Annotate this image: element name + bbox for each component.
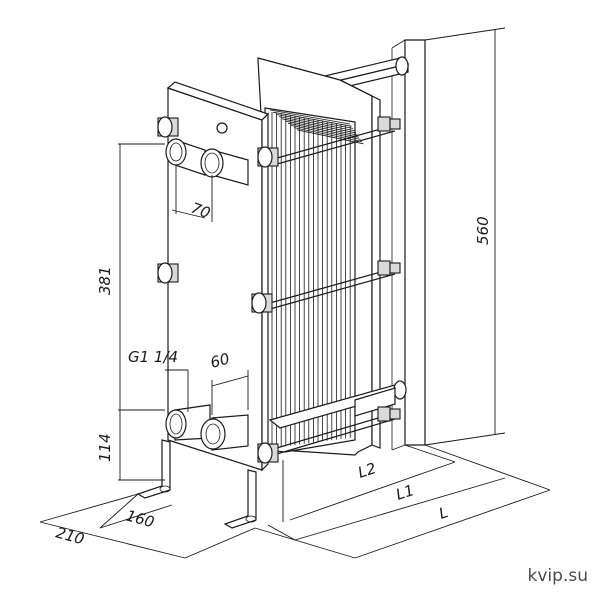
watermark: kvip.su	[527, 566, 588, 586]
plate-edge	[269, 109, 351, 125]
plate-edge	[293, 127, 363, 142]
dim-114-label: 114	[96, 433, 114, 462]
plate-edge	[281, 118, 357, 134]
rear-nuts	[377, 116, 401, 422]
plate-edge	[272, 111, 352, 127]
bottom-guide-bar	[268, 380, 407, 429]
dim-l1-label: L1	[394, 481, 417, 504]
thread-g1-1-4-label: G1 1/4	[128, 348, 178, 366]
plate-edge	[290, 125, 361, 140]
dim-60-label: 60	[208, 350, 231, 372]
plate-pack	[264, 107, 364, 453]
dim-381-label: 381	[96, 266, 114, 295]
port-bottom-right	[200, 414, 249, 451]
connection-ports	[165, 138, 249, 451]
plate-edge	[287, 122, 360, 138]
dimension-lines	[39, 27, 551, 559]
plate-edge	[275, 114, 354, 129]
rear-foot	[223, 469, 257, 529]
dim-160-label: 160	[124, 506, 156, 531]
port-top-left	[165, 138, 206, 176]
front-nuts	[157, 116, 279, 464]
plate-edge	[284, 120, 358, 136]
plate-edge	[278, 116, 355, 131]
dim-l2-label: L2	[356, 459, 379, 482]
dim-560-label: 560	[474, 216, 492, 245]
dimension-labels: 560 381 114 70 60 G1 1/4 160 210 L2 L1 L	[54, 199, 492, 548]
tie-rods	[269, 124, 396, 457]
port-top-right	[200, 148, 249, 186]
dim-210-label: 210	[54, 523, 86, 548]
dim-70-label: 70	[189, 199, 213, 222]
dim-l-label: L	[437, 503, 451, 523]
fixed-frame-plate	[166, 81, 270, 472]
front-foot	[136, 439, 171, 499]
plate-edge	[296, 129, 364, 145]
